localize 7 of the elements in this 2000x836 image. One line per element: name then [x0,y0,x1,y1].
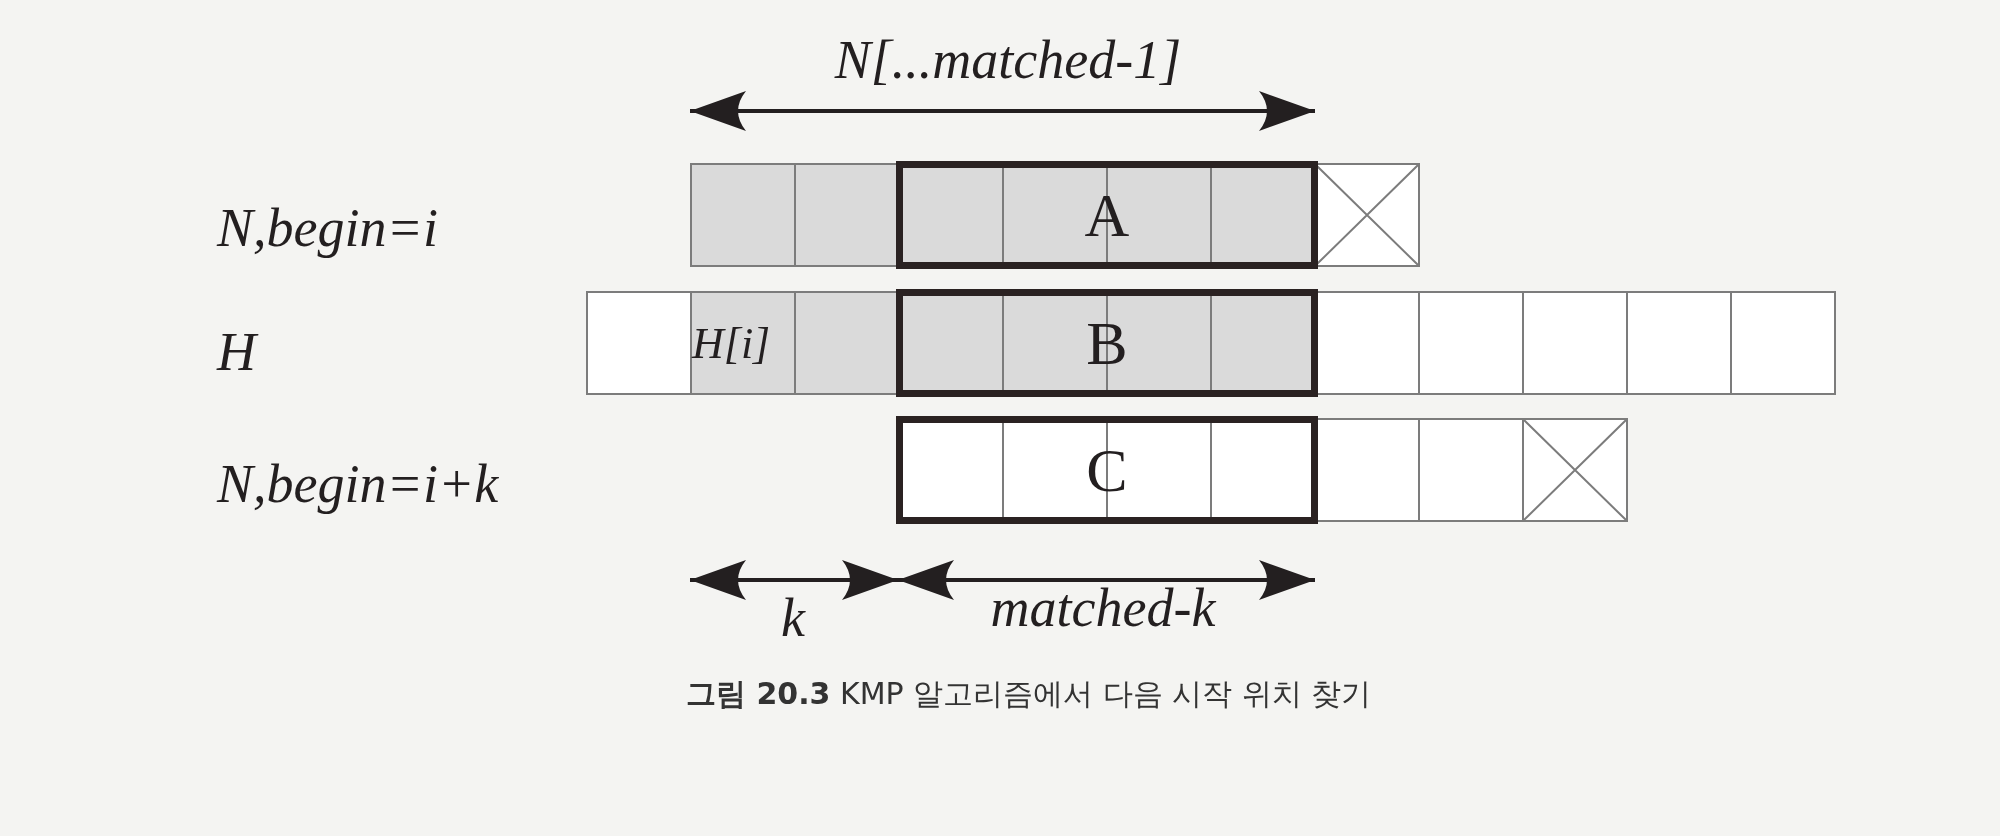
dimension-label: k [781,591,805,645]
highlight-box: A [896,161,1318,269]
highlight-box: B [896,289,1318,397]
figure-caption: 그림 20.3 KMP 알고리즘에서 다음 시작 위치 찾기 [686,676,1372,712]
dimension-label: N[...matched-1] [834,33,1182,87]
array-cell: H[i] [690,291,796,395]
dimension-label: matched-k [990,581,1216,635]
